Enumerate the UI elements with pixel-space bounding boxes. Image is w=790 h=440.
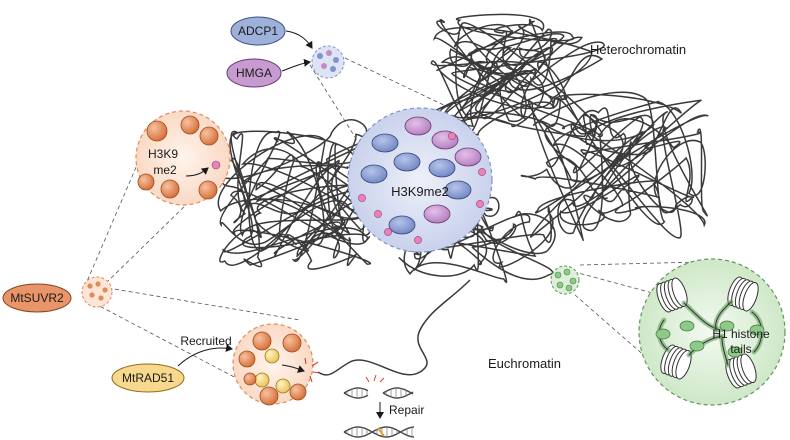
hmga-arrow xyxy=(281,58,311,72)
dna-break-top xyxy=(365,374,385,383)
h1-histone xyxy=(689,340,705,352)
mtrad51-ball xyxy=(275,378,291,394)
histone-ball xyxy=(146,120,168,142)
euchromatin-tail xyxy=(317,279,471,376)
dna-break-mark xyxy=(304,357,321,383)
dna-strand xyxy=(343,387,369,394)
adcp1-pill: ADCP1 xyxy=(230,16,286,46)
dna-strand xyxy=(343,392,369,399)
repaired-dna-helix xyxy=(343,426,415,438)
mtsuvr2-label: MtSUVR2 xyxy=(10,291,64,305)
recruitment-balls xyxy=(238,331,307,406)
nucleosome-purple xyxy=(404,116,432,136)
h1-histone xyxy=(679,320,695,332)
nucleosome-core xyxy=(727,276,759,312)
dna-strand xyxy=(382,391,414,399)
mtrad51-ball xyxy=(254,372,270,388)
mtrad51-label: MtRAD51 xyxy=(122,371,174,385)
methylation-arrow xyxy=(185,167,209,177)
heterochromatin-loops-top xyxy=(426,13,605,140)
methyl-mark xyxy=(374,210,382,218)
methyl-mark-dot xyxy=(211,160,221,170)
methyl-mark xyxy=(448,132,456,140)
h1-cluster-dots xyxy=(554,268,577,292)
repair-label: Repair xyxy=(389,403,424,417)
methyl-mark xyxy=(476,200,484,208)
nucleosome-purple xyxy=(454,147,482,167)
histone-ball xyxy=(282,333,302,353)
h1-histone xyxy=(655,328,671,340)
euchromatin-label: Euchromatin xyxy=(488,356,561,371)
nucleosome-blue xyxy=(444,180,472,200)
repaired-segment xyxy=(377,427,385,437)
h1-histone xyxy=(719,320,735,332)
dna-strand xyxy=(382,387,414,395)
methyl-mark xyxy=(414,236,422,244)
me2-label: me2 xyxy=(153,163,177,177)
methyl-mark xyxy=(358,194,366,202)
h3k9me2-center-label: H3K9me2 xyxy=(391,184,449,199)
histone-ball xyxy=(243,372,257,386)
histone-ball xyxy=(252,331,272,351)
h1-histone-label-1: H1 histone xyxy=(712,327,770,341)
histone-ball xyxy=(137,173,155,191)
dna-strand xyxy=(343,426,415,438)
h1-histone-nucleosomes xyxy=(655,276,765,389)
recruited-label: Recruited xyxy=(180,334,231,348)
methylation-balls xyxy=(137,115,219,200)
mtrad51-pill: MtRAD51 xyxy=(111,363,185,393)
adcp1-arrow xyxy=(285,30,313,49)
nucleosome-blue xyxy=(428,158,456,178)
heterochromatin-loops-right xyxy=(520,91,709,241)
nucleosome-core xyxy=(660,344,692,380)
histone-ball xyxy=(238,350,256,368)
hmga-pill: HMGA xyxy=(226,58,282,88)
h1-tail-outline xyxy=(721,337,729,366)
nucleosome-blue xyxy=(393,152,421,172)
broken-dna-helix xyxy=(343,387,414,399)
h1-histone xyxy=(749,324,765,336)
mtrad51-ball xyxy=(264,348,280,364)
mtsuvr2-pill: MtSUVR2 xyxy=(2,283,72,313)
recruited-arrow xyxy=(177,344,233,367)
nucleosome-blue xyxy=(371,133,399,153)
mtsuvr2-cluster-dots xyxy=(87,281,108,301)
heterochromatin-label: Heterochromatin xyxy=(590,42,686,57)
h1-histone-label-2: tails xyxy=(730,342,751,356)
nucleosome-blue xyxy=(360,164,388,184)
methyl-mark xyxy=(384,228,392,236)
methyl-mark xyxy=(478,168,486,176)
adcp1-label: ADCP1 xyxy=(238,24,278,38)
histone-ball xyxy=(259,386,279,406)
center-nucleosomes xyxy=(358,116,486,244)
h1-tail-outline xyxy=(688,335,723,356)
histone-ball xyxy=(198,180,218,200)
adcp1-hmga-dots xyxy=(317,50,339,72)
h1-histone xyxy=(727,346,743,358)
histone-ball xyxy=(180,115,200,135)
h3k9-label: H3K9 xyxy=(148,147,178,161)
mtsuvr2-cluster xyxy=(81,276,113,308)
nucleosome-blue xyxy=(388,215,416,235)
histone-ball xyxy=(199,126,219,146)
nucleosome-purple xyxy=(423,204,451,224)
recruitment-inner-arrow xyxy=(281,364,305,373)
histone-ball xyxy=(289,383,307,401)
h1-tail-outline xyxy=(715,301,732,331)
zoom-connectors xyxy=(81,57,701,381)
hmga-label: HMGA xyxy=(236,66,272,80)
nucleosome-core xyxy=(656,277,688,313)
histone-ball xyxy=(160,179,180,199)
